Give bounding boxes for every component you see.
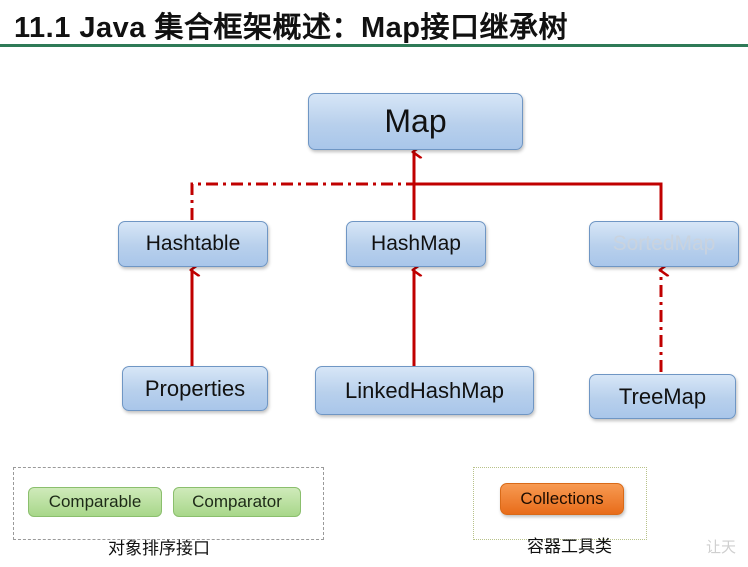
node-properties: Properties [122, 366, 268, 411]
collections-label: Collections [500, 483, 624, 515]
node-hashtable: Hashtable [118, 221, 268, 267]
comparator-label: Comparator [173, 487, 301, 517]
watermark: 让天 [706, 539, 737, 556]
node-sortedmap: SortedMap [589, 221, 739, 267]
page-title: 11.1 Java 集合框架概述：Map接口继承树 [14, 12, 568, 44]
node-map: Map [308, 93, 523, 150]
node-hashmap: HashMap [346, 221, 486, 267]
title-divider [0, 44, 748, 47]
sort-interfaces-caption: 对象排序接口 [108, 539, 210, 558]
sort-interfaces-box [13, 467, 324, 540]
comparable-label: Comparable [28, 487, 162, 517]
utility-box [473, 467, 647, 540]
connector-sortedmap-map [414, 182, 663, 220]
node-linkedhashmap: LinkedHashMap [315, 366, 534, 415]
utility-caption: 容器工具类 [527, 537, 612, 556]
node-treemap: TreeMap [589, 374, 736, 419]
connector-hashtable-map [190, 182, 414, 220]
